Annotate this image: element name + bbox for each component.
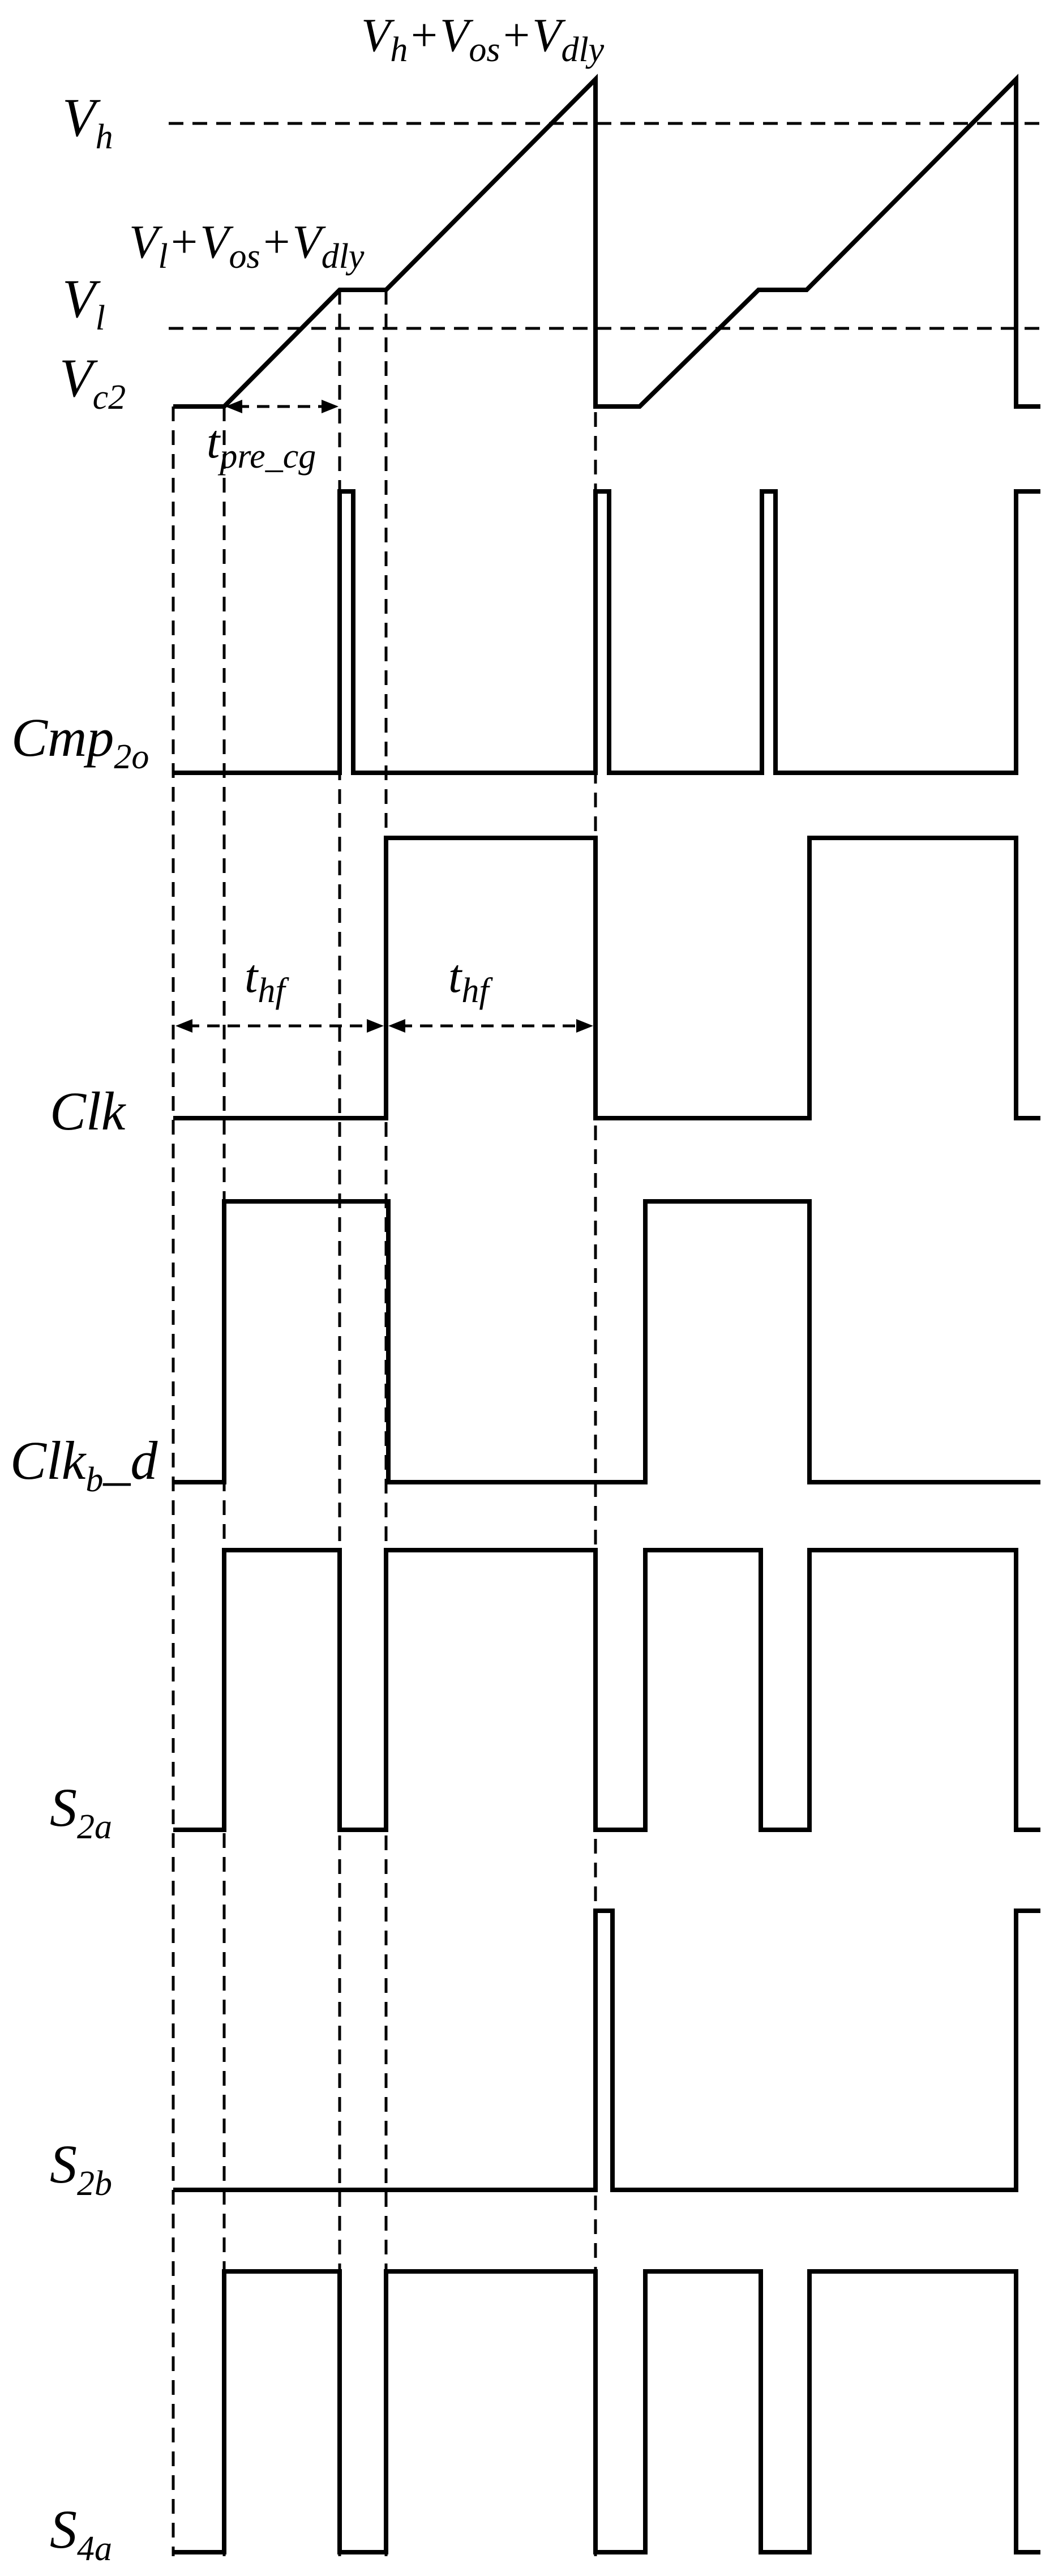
s4a-label: S4a xyxy=(50,2499,112,2568)
thf1-arrow xyxy=(175,1019,384,1033)
clkbd-waveform xyxy=(173,1199,1040,1484)
vh-label: Vh xyxy=(62,87,113,156)
peak-annotation: Vh+Vos+Vdly xyxy=(361,9,605,69)
reference-levels xyxy=(169,122,1040,330)
thf2-arrow xyxy=(388,1019,593,1033)
s2a-waveform xyxy=(173,1548,1040,1832)
tpre-label: tpre_cg xyxy=(207,416,316,476)
s2b-waveform xyxy=(173,1909,1040,2192)
cmp2o-waveform xyxy=(173,489,1040,775)
clk-label: Clk xyxy=(50,1081,127,1141)
thf2-label: thf xyxy=(448,950,493,1010)
vl-label: Vl xyxy=(62,268,105,337)
clkbd-label: Clkb_d xyxy=(10,1430,158,1499)
waveforms xyxy=(173,74,1040,2554)
thf1-label: thf xyxy=(245,950,289,1010)
s4a-waveform xyxy=(173,2269,1040,2554)
clk-waveform xyxy=(173,836,1040,1120)
cmp2o-label: Cmp2o xyxy=(11,707,149,776)
vc2-label: Vc2 xyxy=(59,348,126,417)
duration-arrows xyxy=(175,400,593,1033)
tpre-arrow xyxy=(225,400,339,413)
s2b-label: S2b xyxy=(50,2134,112,2203)
plateau-annotation: Vl+Vos+Vdly xyxy=(129,216,365,276)
vc2-waveform xyxy=(173,74,1040,409)
s2a-label: S2a xyxy=(50,1777,112,1846)
